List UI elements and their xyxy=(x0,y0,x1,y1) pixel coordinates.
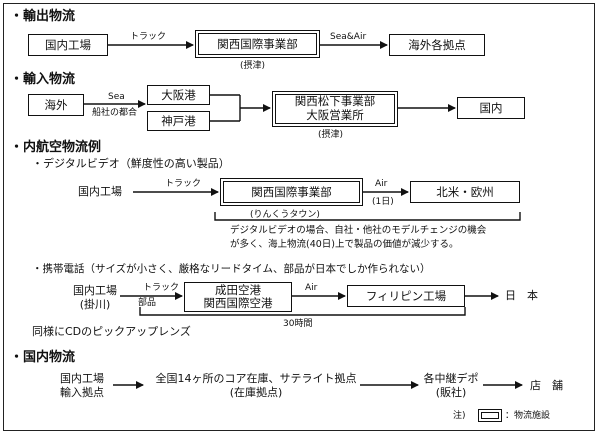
case2-origin-line2: (掛川) xyxy=(79,298,111,311)
export-facility-box: 関西国際事業部 xyxy=(195,30,320,58)
export-section-title: ・輸出物流 xyxy=(10,9,76,24)
case2-dest: 日 本 xyxy=(505,289,538,302)
import-port-osaka-label: 大阪港 xyxy=(161,88,196,102)
case2-plant-box: フィリピン工場 xyxy=(347,285,465,307)
domestic-stock-line2: (在庫拠点) xyxy=(229,386,283,399)
case2-hub-box: 成田空港 関西国際空港 xyxy=(184,282,292,312)
import-dest-box: 国内 xyxy=(457,97,525,119)
import-sea-label: Sea xyxy=(108,92,125,102)
case2-duration: 30時間 xyxy=(283,319,313,329)
export-facility-label: 関西国際事業部 xyxy=(217,37,298,51)
export-origin-box: 国内工場 xyxy=(28,34,108,56)
import-origin-box: 海外 xyxy=(28,94,84,116)
import-origin-label: 海外 xyxy=(44,98,68,112)
case2-footnote: 同様にCDのピックアップレンズ xyxy=(32,325,191,338)
legend-label: ：物流施設 xyxy=(505,411,551,421)
export-dest-box: 海外各拠点 xyxy=(389,34,485,56)
case1-brace xyxy=(214,212,521,221)
import-facility-note: (摂津) xyxy=(318,130,344,140)
domestic-relay-line1: 各中継デポ xyxy=(423,372,479,385)
domestic-air-section-title: ・内航空物流例 xyxy=(10,140,102,155)
domestic-dest: 店 舗 xyxy=(530,379,563,392)
export-origin-label: 国内工場 xyxy=(45,38,91,52)
case2-plant-label: フィリピン工場 xyxy=(365,289,447,303)
legend-prefix: 注) xyxy=(453,411,466,421)
domestic-stock-line1: 全国14ヶ所のコア在庫、サテライト拠点 xyxy=(155,372,357,385)
case1-facility-label: 関西国際事業部 xyxy=(251,185,332,199)
section-bullet-icon: ・ xyxy=(10,350,24,365)
import-section-title: ・輸入物流 xyxy=(10,72,76,87)
diagram-frame xyxy=(3,3,595,431)
case2-hub-label-2: 関西国際空港 xyxy=(203,296,273,310)
import-port-osaka-box: 大阪港 xyxy=(147,85,210,105)
domestic-relay-line2: (販社) xyxy=(435,386,467,399)
case1-heading: ・デジタルビデオ（鮮度性の高い製品） xyxy=(32,157,230,170)
import-facility-label-2: 大阪営業所 xyxy=(306,108,364,122)
case1-note-line2: が多く、海上物流(40日)上で製品の価値が減少する。 xyxy=(230,239,459,250)
case1-air-label: Air xyxy=(375,179,388,189)
import-dest-label: 国内 xyxy=(479,101,503,115)
case2-truck-label: トラック xyxy=(143,283,180,293)
case2-air-label: Air xyxy=(305,283,318,293)
import-facility-box: 関西松下事業部 大阪営業所 xyxy=(272,91,398,127)
case2-brace xyxy=(139,307,466,316)
import-port-kobe-label: 神戸港 xyxy=(161,114,196,128)
domestic-origin-line2: 輸入拠点 xyxy=(60,386,104,399)
case2-heading: ・携帯電話（サイズが小さく、厳格なリードタイム、部品が日本でしか作られない） xyxy=(32,263,431,275)
section-bullet-icon: ・ xyxy=(10,9,24,24)
section-bullet-icon: ・ xyxy=(10,140,24,155)
case1-note-line1: デジタルビデオの場合、自社・他社のモデルチェンジの機会 xyxy=(230,225,487,236)
import-note: 船社の都合 xyxy=(92,108,138,118)
case1-dest-label: 北米・欧州 xyxy=(436,185,494,199)
domestic-section-title: ・国内物流 xyxy=(10,350,76,365)
case1-facility-box: 関西国際事業部 xyxy=(220,178,363,206)
case2-hub-label-1: 成田空港 xyxy=(215,282,261,297)
export-truck-label: トラック xyxy=(130,32,167,42)
import-facility-label-1: 関西松下事業部 xyxy=(294,94,376,109)
domestic-origin-line1: 国内工場 xyxy=(60,372,104,385)
case1-origin: 国内工場 xyxy=(78,185,122,198)
case1-truck-label: トラック xyxy=(165,179,202,189)
import-port-kobe-box: 神戸港 xyxy=(147,111,210,131)
export-dest-label: 海外各拠点 xyxy=(408,38,466,52)
section-bullet-icon: ・ xyxy=(10,72,24,87)
case2-origin-line1: 国内工場 xyxy=(73,284,117,297)
legend-facility-symbol xyxy=(478,409,502,422)
export-facility-note: (摂津) xyxy=(240,61,266,71)
case1-dest-box: 北米・欧州 xyxy=(410,181,520,203)
case1-air-duration: (1日) xyxy=(372,197,394,207)
case1-facility-note: (りんくうタウン) xyxy=(250,210,320,220)
export-mode-label: Sea&Air xyxy=(330,32,367,42)
case2-parts-label: 部品 xyxy=(138,298,157,308)
